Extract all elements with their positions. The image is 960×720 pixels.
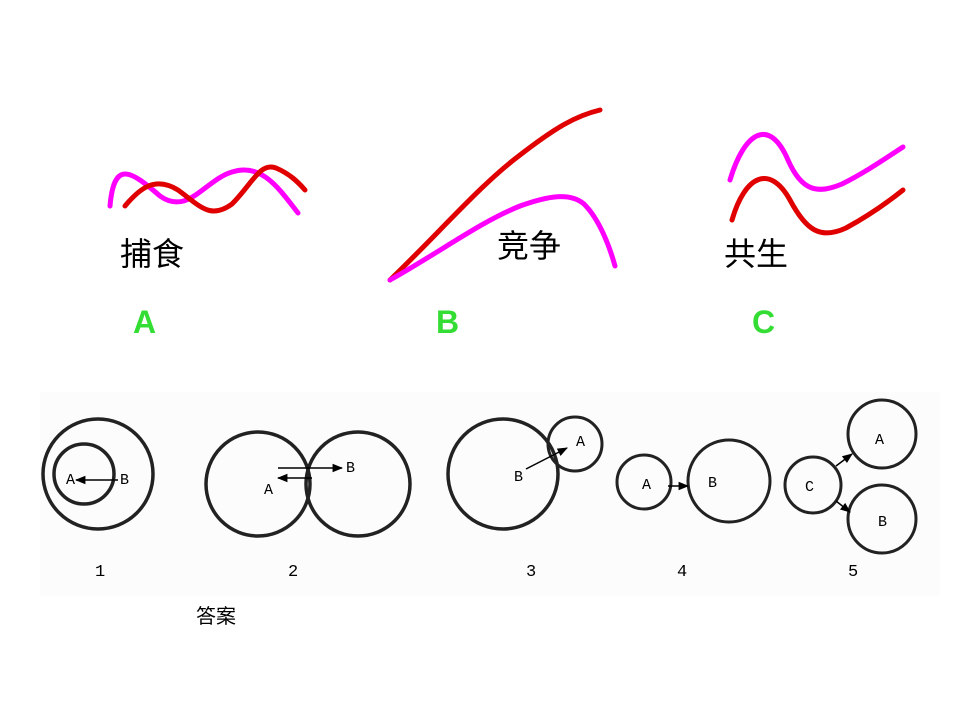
figure-5: C A B — [783, 398, 918, 555]
fig5-label-a: A — [875, 432, 884, 449]
fig2-circle-b — [304, 430, 412, 538]
fig3-circle-b — [446, 417, 560, 531]
figure-2: A B — [204, 430, 412, 538]
competition-red-curve — [387, 107, 603, 283]
fig4-circle-a — [615, 453, 673, 511]
figure-2-number: 2 — [288, 563, 299, 582]
panel-a-label: 捕食 — [120, 235, 185, 273]
fig3-label-a: A — [576, 434, 585, 451]
symbiosis-red-curve — [729, 176, 906, 236]
fig4-circle-b — [686, 438, 772, 524]
fig5-arrow-to-a — [835, 453, 853, 467]
figure-4: A B — [615, 438, 772, 524]
figure-3: B A — [446, 415, 604, 531]
figure-1-number: 1 — [95, 563, 106, 582]
panel-a-letter: A — [133, 304, 157, 340]
predation-magenta-curve — [107, 167, 301, 216]
fig3-label-b: B — [514, 469, 523, 486]
fig1-circle-b — [41, 417, 155, 531]
figure-4-number: 4 — [677, 563, 688, 582]
fig3-arrow — [525, 447, 568, 470]
fig2-circle-a — [204, 430, 312, 538]
fig1-label-b: B — [120, 472, 129, 489]
fig1-circle-a — [52, 442, 116, 506]
predation-red-curve — [122, 164, 308, 214]
predation-curves — [107, 164, 308, 216]
fig3-circle-a — [546, 415, 604, 473]
panel-c-letter: C — [752, 304, 776, 340]
curves-canvas — [107, 107, 906, 283]
fig4-label-a: A — [642, 477, 651, 494]
symbiosis-magenta-curve — [727, 132, 906, 192]
relationship-figures: A B A B B A A B — [40, 392, 940, 596]
fig5-arrow-to-b — [835, 500, 851, 513]
fig5-circle-b — [846, 483, 918, 555]
fig1-label-a: A — [66, 472, 75, 489]
figure-3-number: 3 — [526, 563, 537, 582]
answer-label: 答案 — [196, 604, 236, 628]
fig5-label-b: B — [878, 514, 887, 531]
figure-5-number: 5 — [848, 563, 859, 582]
panel-b-letter: B — [436, 304, 460, 340]
figures-canvas: A B A B B A A B — [41, 398, 918, 555]
fig5-circle-a — [846, 398, 918, 470]
competition-magenta-curve — [387, 194, 618, 283]
symbiosis-curves — [727, 132, 906, 236]
panel-c-label: 共生 — [724, 235, 789, 273]
fig2-label-b: B — [346, 460, 355, 477]
competition-curves — [387, 107, 618, 283]
figure-1: A B — [41, 417, 155, 531]
fig2-label-a: A — [264, 482, 273, 499]
fig4-label-b: B — [708, 475, 717, 492]
panel-b-label: 竞争 — [497, 227, 562, 265]
fig5-label-c: C — [805, 479, 814, 496]
fig5-circle-c — [783, 455, 843, 515]
